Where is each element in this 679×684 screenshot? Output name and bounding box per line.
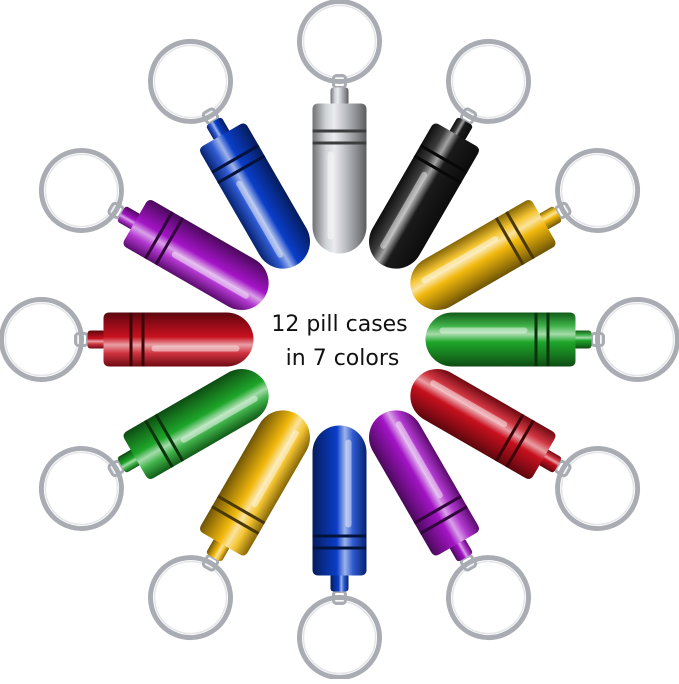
case-cap bbox=[330, 87, 349, 106]
case-cap bbox=[330, 573, 349, 592]
key-ring bbox=[148, 555, 233, 641]
key-ring bbox=[0, 297, 84, 382]
key-ring bbox=[38, 446, 124, 531]
pill-case-red bbox=[410, 369, 641, 531]
key-ring bbox=[555, 446, 641, 531]
pill-case-silver bbox=[297, 0, 382, 254]
case-body bbox=[410, 200, 556, 310]
case-cap bbox=[573, 330, 592, 349]
pill-case-green bbox=[425, 297, 679, 382]
case-body bbox=[312, 425, 367, 576]
case-cap bbox=[87, 330, 106, 349]
case-body bbox=[200, 123, 310, 269]
key-ring bbox=[297, 0, 382, 84]
case-body bbox=[425, 312, 576, 367]
key-ring bbox=[555, 148, 641, 233]
key-ring bbox=[446, 38, 531, 124]
pill-case-green bbox=[38, 369, 269, 531]
key-ring bbox=[595, 297, 679, 382]
pill-case-black bbox=[369, 38, 531, 269]
key-ring bbox=[148, 38, 233, 124]
pill-case-purple bbox=[369, 410, 531, 641]
pill-case-gold bbox=[148, 410, 310, 641]
key-ring bbox=[38, 148, 124, 233]
case-body bbox=[312, 103, 367, 254]
pill-case-blue bbox=[148, 38, 310, 269]
case-body bbox=[410, 369, 556, 479]
pill-case-blue bbox=[297, 425, 382, 680]
case-body bbox=[369, 123, 479, 269]
key-ring bbox=[446, 555, 531, 641]
case-body bbox=[369, 410, 479, 556]
case-body bbox=[200, 410, 310, 556]
pill-case-red bbox=[0, 297, 254, 382]
case-body bbox=[123, 200, 269, 310]
case-body bbox=[103, 312, 254, 367]
case-body bbox=[123, 369, 269, 479]
key-ring bbox=[297, 595, 382, 680]
pill-case-gold bbox=[410, 148, 641, 310]
pill-case-purple bbox=[38, 148, 269, 310]
